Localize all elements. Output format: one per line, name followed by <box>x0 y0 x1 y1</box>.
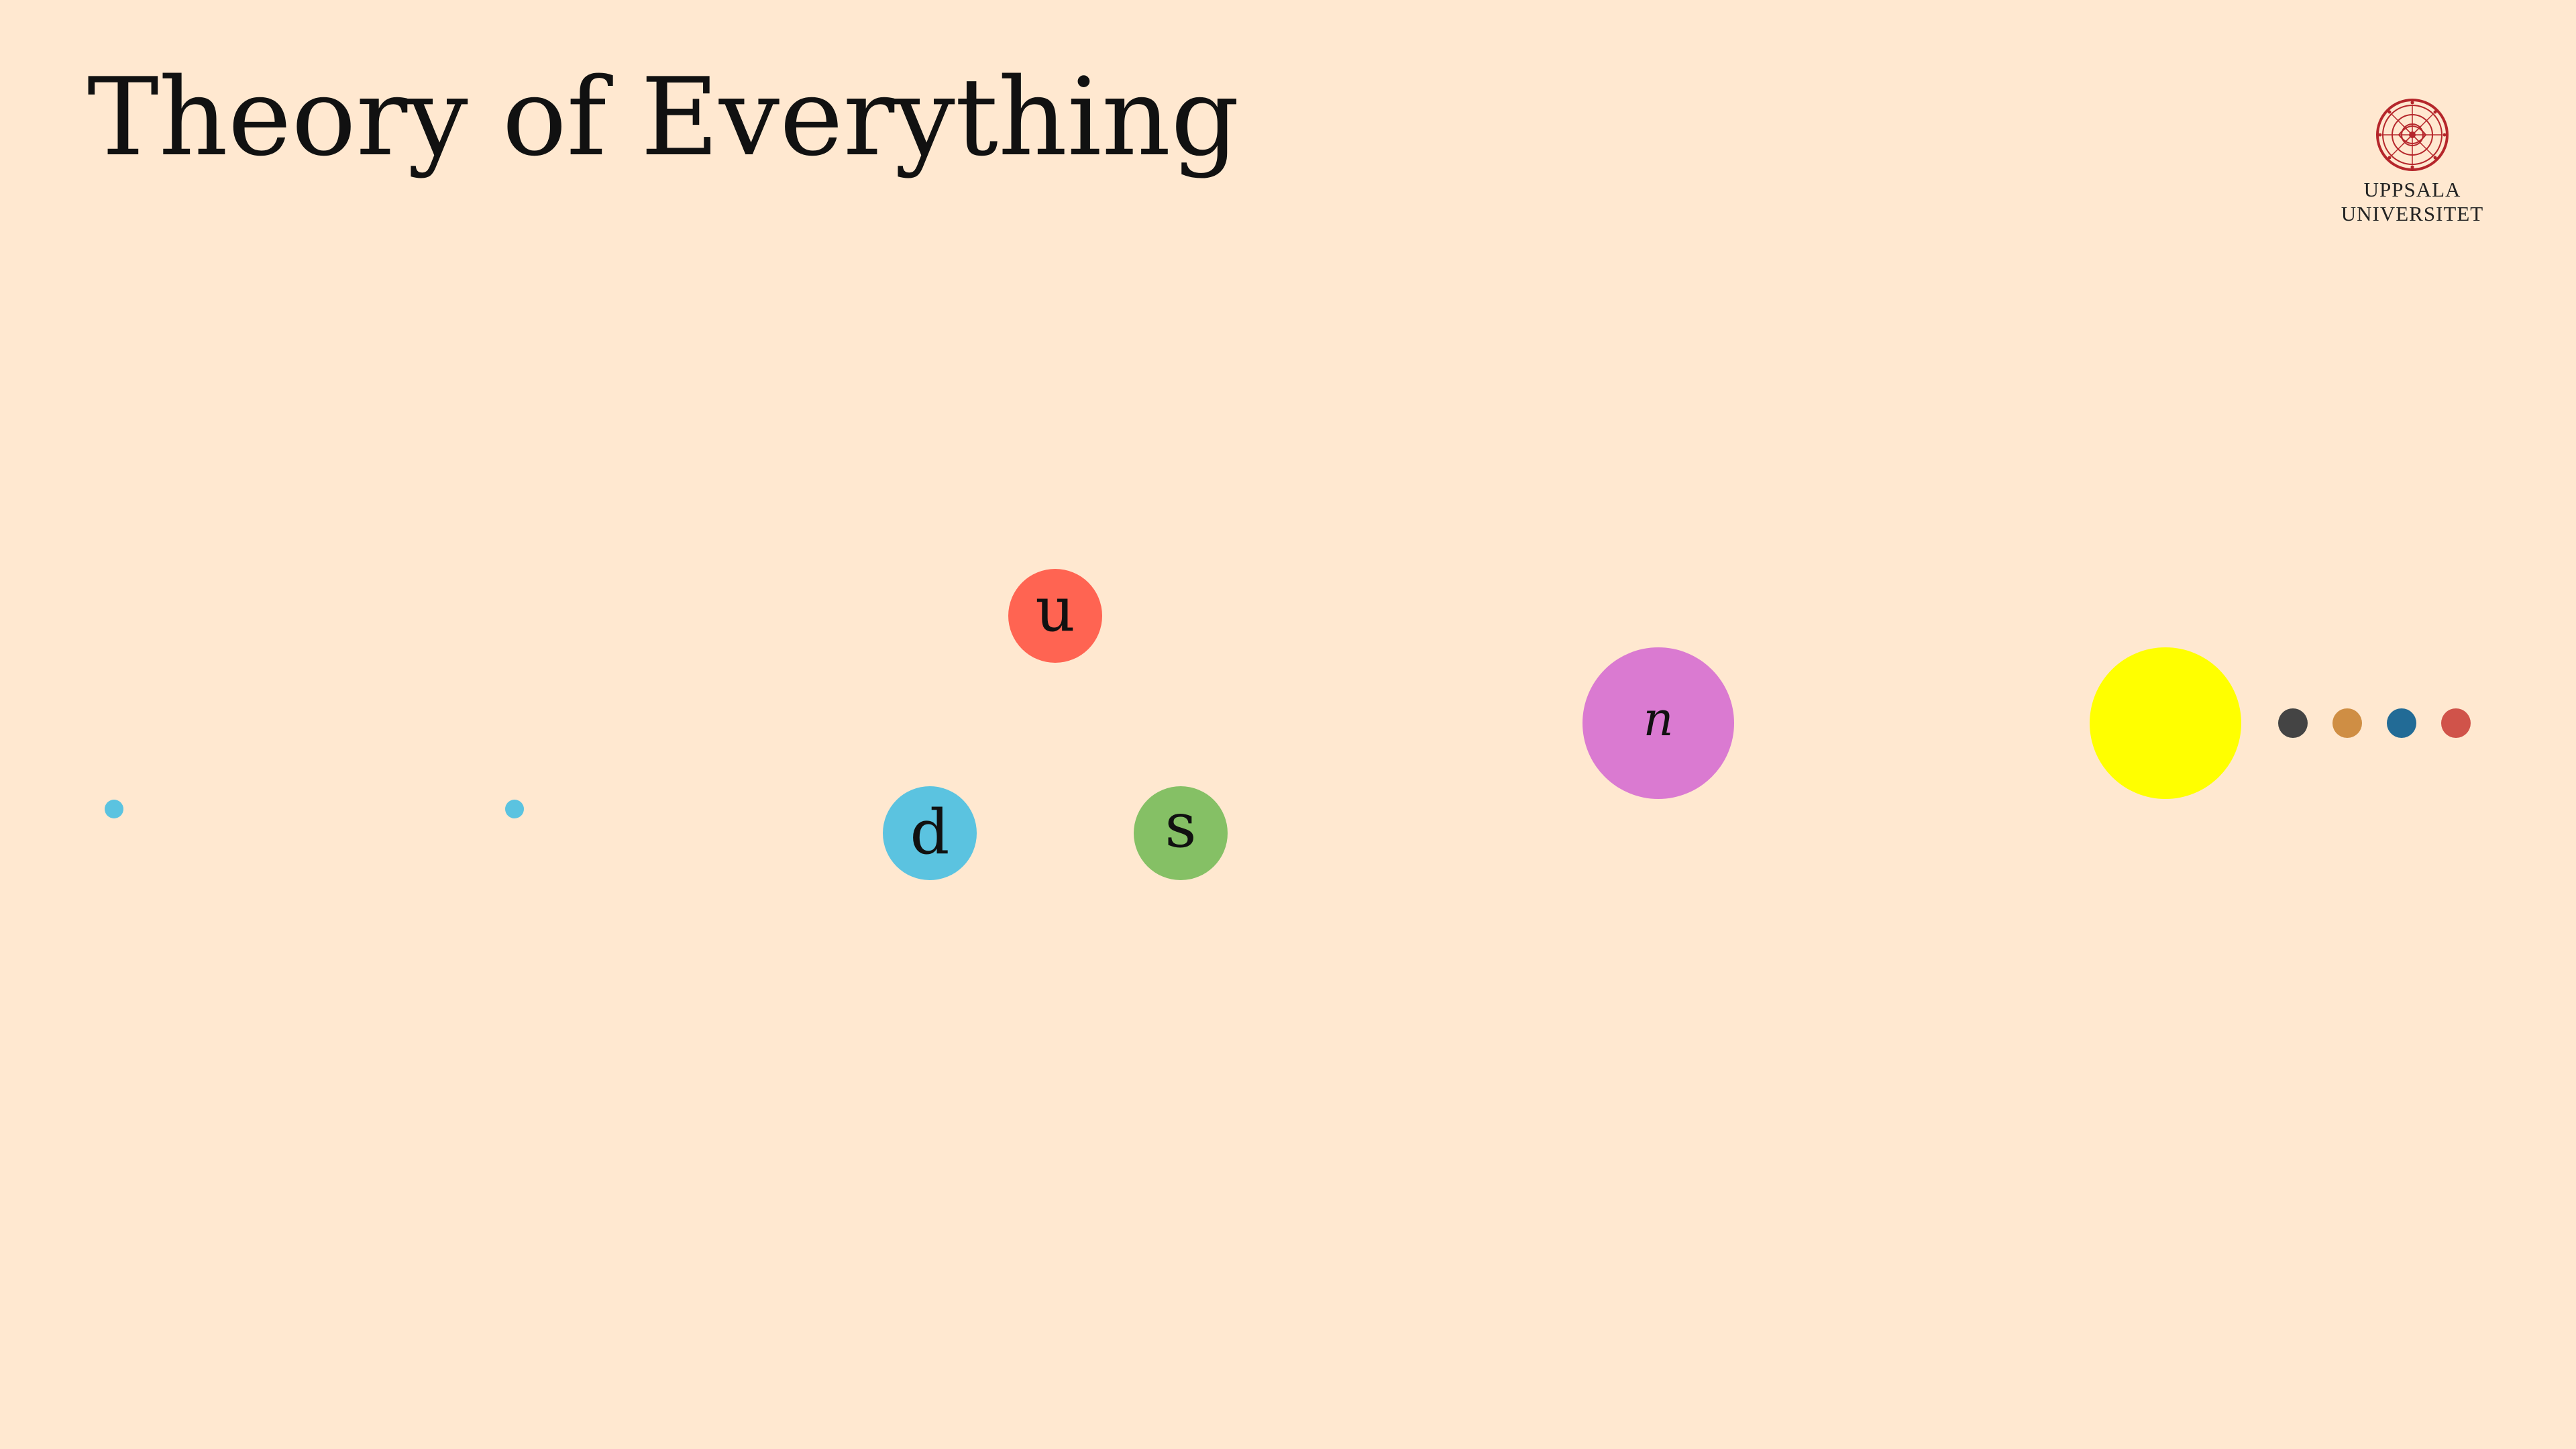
u-quark: u <box>1008 569 1102 663</box>
small-dot-1 <box>105 800 123 818</box>
logo-line-2: UNIVERSITET <box>2341 202 2484 225</box>
logo-line-1: UPPSALA <box>2363 178 2461 201</box>
n-particle-circle <box>1582 647 1734 799</box>
red-dot <box>2441 708 2471 738</box>
s-quark-circle <box>1134 786 1228 880</box>
d-quark-circle <box>883 786 977 880</box>
n-particle: n <box>1582 647 1734 799</box>
d-quark-label: d <box>910 796 950 868</box>
uppsala-logo: UPPSALA UNIVERSITET <box>2313 97 2512 226</box>
orange-dot <box>2332 708 2362 738</box>
n-particle-label: n <box>1643 692 1673 747</box>
u-quark-circle <box>1008 569 1102 663</box>
blue-dot <box>2387 708 2416 738</box>
u-quark-label: u <box>1035 574 1075 645</box>
s-quark-label: s <box>1165 790 1196 861</box>
university-seal-icon <box>2376 99 2449 171</box>
dark-dot <box>2278 708 2308 738</box>
logo-text: UPPSALA UNIVERSITET <box>2313 178 2512 226</box>
d-quark: d <box>883 786 977 880</box>
slide-title: Theory of Everything <box>87 54 1240 180</box>
small-dot-2 <box>505 800 524 818</box>
yellow-circle <box>2090 647 2241 799</box>
s-quark: s <box>1134 786 1228 880</box>
